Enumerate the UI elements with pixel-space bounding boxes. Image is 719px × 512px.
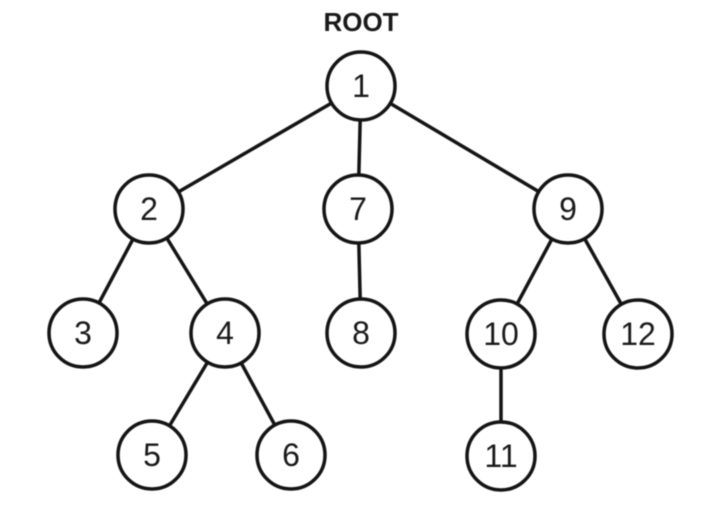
node-circle	[602, 298, 674, 370]
root-label: ROOT	[323, 7, 398, 37]
tree-node-1: 1	[325, 50, 397, 122]
tree-node-3: 3	[47, 297, 119, 369]
node-label: 10	[483, 316, 519, 352]
node-circle	[532, 173, 604, 245]
tree-node-10: 10	[465, 298, 537, 370]
node-circle	[465, 298, 537, 370]
node-label: 1	[352, 68, 370, 104]
node-circle	[255, 419, 327, 491]
node-circle	[465, 420, 537, 492]
tree-edge-1-9	[359, 84, 570, 211]
node-label: 8	[352, 315, 370, 351]
tree-node-7: 7	[322, 173, 394, 245]
node-label: 3	[74, 315, 92, 351]
node-circle	[113, 173, 185, 245]
tree-node-9: 9	[532, 173, 604, 245]
node-label: 5	[143, 437, 161, 473]
tree-node-5: 5	[116, 419, 188, 491]
node-label: 2	[140, 191, 158, 227]
tree-edge-1-2	[147, 84, 363, 211]
node-circle	[322, 173, 394, 245]
node-label: 6	[282, 437, 300, 473]
node-circle	[116, 419, 188, 491]
node-label: 11	[484, 438, 517, 474]
node-circle	[47, 297, 119, 369]
tree-node-11: 11	[465, 420, 537, 492]
node-circle	[325, 297, 397, 369]
node-circle	[325, 50, 397, 122]
node-label: 9	[559, 191, 577, 227]
node-label: 4	[216, 315, 234, 351]
tree-node-8: 8	[325, 297, 397, 369]
tree-node-2: 2	[113, 173, 185, 245]
node-circle	[189, 297, 261, 369]
tree-node-4: 4	[189, 297, 261, 369]
tree-node-12: 12	[602, 298, 674, 370]
node-label: 12	[620, 316, 656, 352]
tree-node-6: 6	[255, 419, 327, 491]
node-label: 7	[349, 191, 367, 227]
